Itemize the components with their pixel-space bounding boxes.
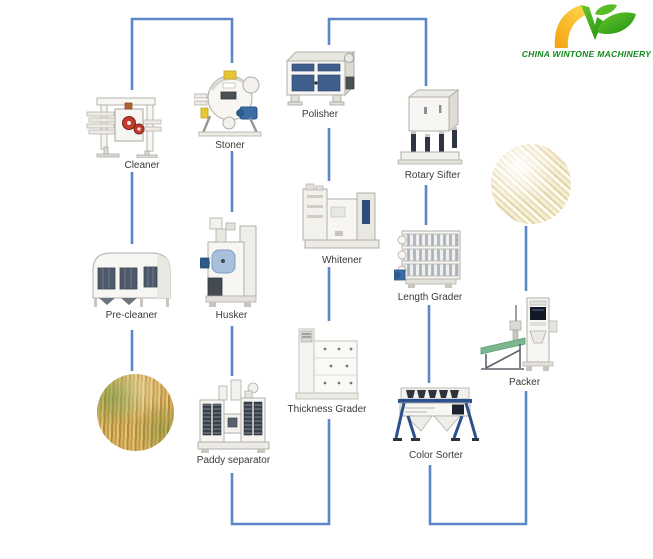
polisher-machine-image — [285, 50, 356, 106]
machine-label-color-sorter: Color Sorter — [409, 450, 463, 461]
company-logo: CHINA WINTONE MACHINERY — [520, 4, 653, 59]
machine-paddy-separator: Paddy separator — [195, 378, 272, 466]
paddy-grain-photo — [97, 374, 174, 451]
color-sorter-machine-image — [393, 387, 479, 441]
machine-length-grader: Length Grader — [394, 227, 466, 303]
thickness-grader-machine-image — [295, 328, 359, 400]
machine-rotary-sifter: Rotary Sifter — [397, 87, 468, 181]
machine-whitener: Whitener — [301, 183, 383, 266]
machine-thickness-grader: Thickness Grader — [288, 325, 366, 415]
machine-label-paddy-separator: Paddy separator — [196, 455, 271, 466]
machine-stoner: Stoner — [194, 70, 266, 151]
machine-label-length-grader: Length Grader — [397, 292, 463, 303]
machine-husker: Husker — [200, 214, 263, 321]
husker-machine-image — [200, 217, 257, 307]
machine-label-thickness-grader: Thickness Grader — [287, 404, 367, 415]
machine-cleaner: Cleaner — [85, 92, 173, 171]
paddy-separator-machine-image — [197, 379, 270, 453]
company-name: CHINA WINTONE MACHINERY — [521, 49, 652, 59]
cleaner-machine-image — [86, 97, 162, 158]
wintone-logo-icon — [554, 4, 636, 48]
machine-label-pre-cleaner: Pre-cleaner — [105, 310, 158, 321]
machine-label-packer: Packer — [508, 377, 541, 388]
white-rice-photo — [491, 144, 571, 224]
machine-polisher: Polisher — [283, 47, 357, 120]
machine-label-rotary-sifter: Rotary Sifter — [404, 170, 461, 181]
machine-color-sorter: Color Sorter — [393, 385, 479, 461]
machine-packer: Packer — [477, 293, 558, 388]
machine-label-stoner: Stoner — [215, 140, 245, 151]
rotary-sifter-machine-image — [397, 88, 463, 165]
machine-label-cleaner: Cleaner — [124, 160, 160, 171]
pre-cleaner-machine-image — [92, 252, 171, 307]
length-grader-machine-image — [394, 230, 461, 288]
machine-label-polisher: Polisher — [301, 109, 339, 120]
whitener-machine-image — [302, 183, 380, 249]
machine-label-whitener: Whitener — [321, 255, 362, 266]
machine-pre-cleaner: Pre-cleaner — [85, 246, 178, 321]
packer-machine-image — [480, 297, 558, 371]
stoner-machine-image — [194, 70, 262, 137]
machine-label-husker: Husker — [215, 310, 248, 321]
